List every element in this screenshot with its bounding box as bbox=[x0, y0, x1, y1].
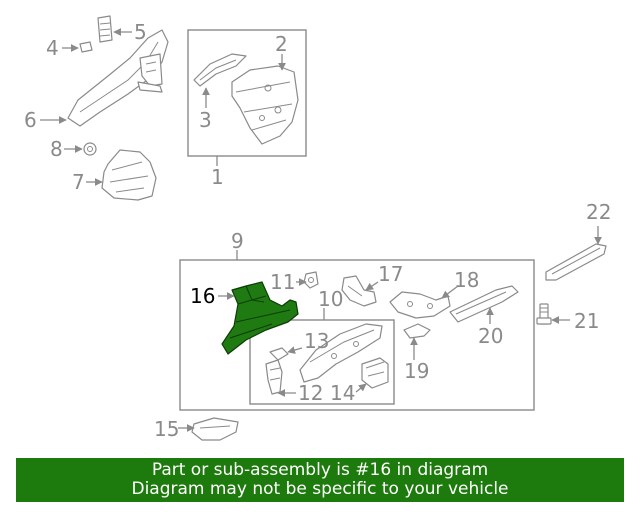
callout-labels: 4 5 6 8 7 2 3 1 9 16 11 17 18 10 20 13 1… bbox=[24, 20, 611, 441]
assembly-box-1 bbox=[187, 29, 307, 157]
callout-18: 18 bbox=[454, 268, 479, 292]
callout-4: 4 bbox=[46, 36, 59, 60]
part-15-panel bbox=[191, 417, 239, 441]
callout-15: 15 bbox=[154, 417, 179, 441]
part-11-clip bbox=[303, 271, 319, 289]
callout-11: 11 bbox=[270, 270, 295, 294]
callout-20: 20 bbox=[478, 324, 503, 348]
callout-3: 3 bbox=[199, 108, 212, 132]
callout-22: 22 bbox=[586, 200, 611, 224]
part-21-bolt bbox=[536, 303, 552, 325]
part-22-sill bbox=[545, 243, 607, 281]
part-6-rail bbox=[67, 29, 169, 127]
callout-17: 17 bbox=[378, 262, 403, 286]
assembly-box-10 bbox=[249, 319, 395, 405]
callout-19: 19 bbox=[404, 359, 429, 383]
callout-12: 12 bbox=[298, 381, 323, 405]
part-16-highlighted bbox=[221, 281, 299, 355]
callout-6: 6 bbox=[24, 108, 37, 132]
part-13-clip bbox=[269, 347, 289, 361]
callout-10: 10 bbox=[318, 287, 343, 311]
callout-2: 2 bbox=[275, 32, 288, 56]
part-7-shield bbox=[101, 149, 157, 201]
part-10-member bbox=[299, 323, 383, 383]
callout-16: 16 bbox=[190, 284, 215, 308]
callout-8: 8 bbox=[50, 137, 63, 161]
part-2-apron bbox=[231, 65, 299, 145]
part-20-rail bbox=[449, 285, 519, 323]
banner-line-1: Part or sub-assembly is #16 in diagram bbox=[151, 460, 489, 480]
callout-5: 5 bbox=[134, 20, 147, 44]
part-17-bracket bbox=[341, 275, 377, 307]
banner-line-2: Diagram may not be specific to your vehi… bbox=[131, 479, 509, 499]
part-4-clip bbox=[79, 41, 93, 53]
part-8-clip bbox=[83, 142, 97, 156]
callout-1: 1 bbox=[211, 165, 224, 189]
callout-13: 13 bbox=[304, 329, 329, 353]
part-3-reinforcement bbox=[193, 53, 247, 87]
callout-14: 14 bbox=[330, 381, 355, 405]
part-14-block bbox=[361, 357, 389, 389]
leader-lines bbox=[40, 28, 602, 432]
assembly-box-9 bbox=[179, 259, 535, 411]
callout-21: 21 bbox=[574, 309, 599, 333]
info-banner: Part or sub-assembly is #16 in diagram D… bbox=[16, 458, 624, 502]
part-5-bracket bbox=[97, 15, 113, 43]
part-18-brace bbox=[389, 291, 451, 319]
part-12-bracket bbox=[265, 359, 283, 395]
callout-7: 7 bbox=[72, 170, 85, 194]
callout-9: 9 bbox=[231, 229, 244, 253]
part-19-plate bbox=[403, 323, 431, 339]
